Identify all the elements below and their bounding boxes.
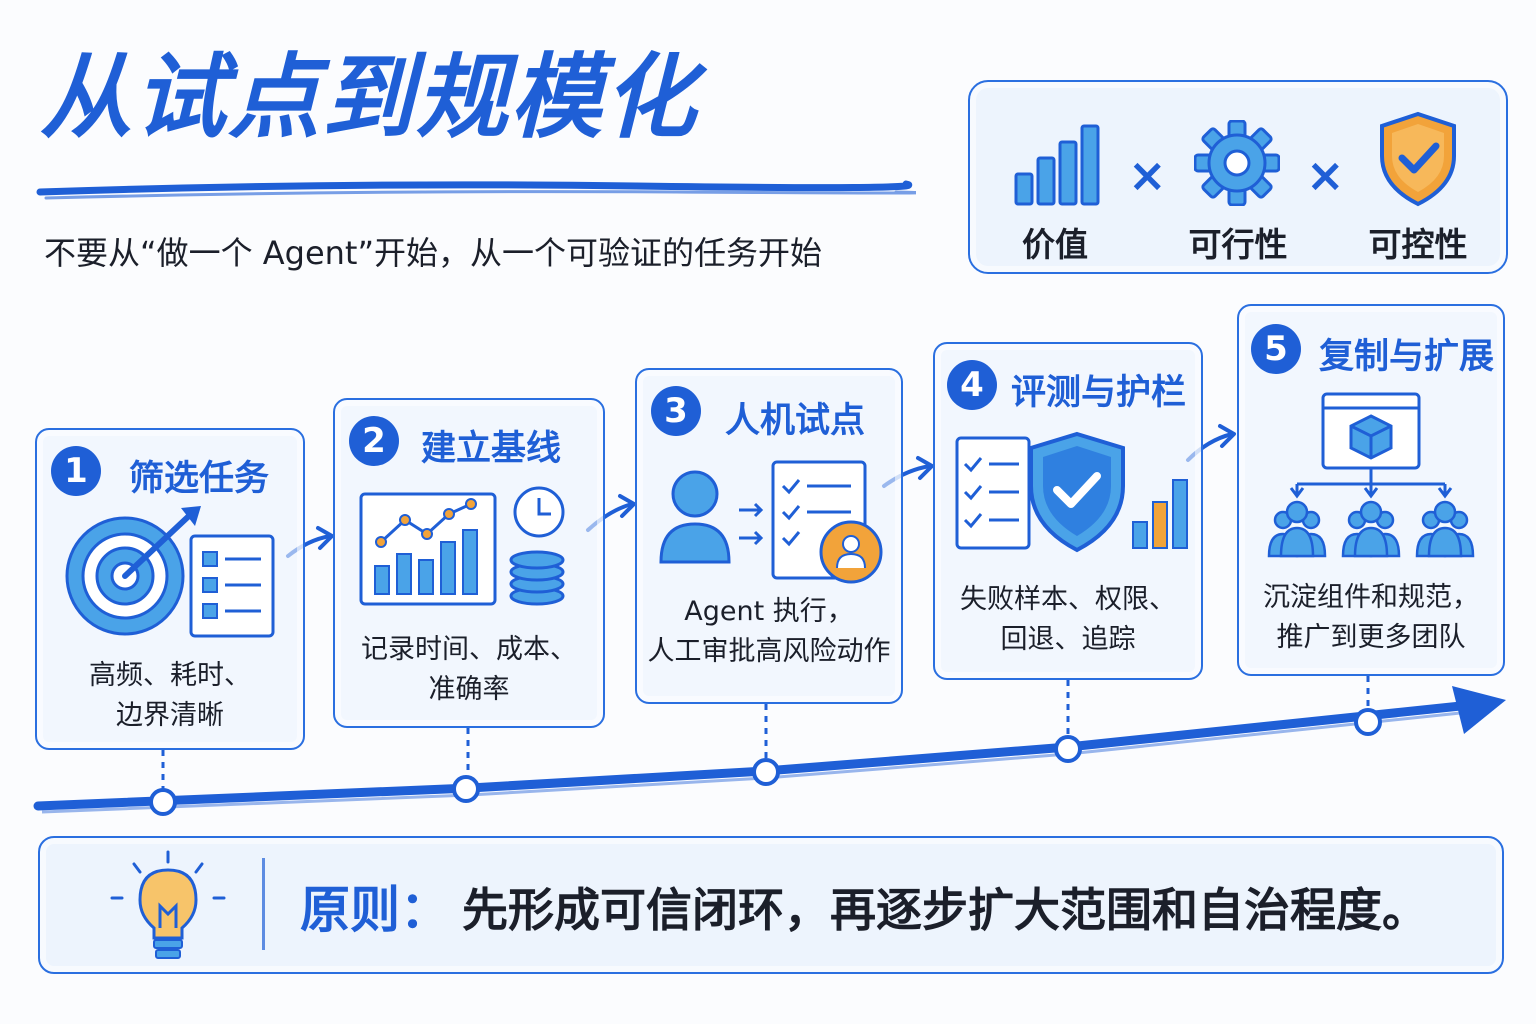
page-title: 从试点到规模化 xyxy=(40,44,699,151)
step-desc-5-line1: 沉淀组件和规范， xyxy=(1263,582,1479,613)
step-badge-4: 4 xyxy=(947,360,997,410)
step-card-5: 5 复制与扩展 沉淀组件和规范， 推广到更多团队 xyxy=(1237,304,1505,676)
step-desc-4-line1: 失败样本、权限、 xyxy=(960,584,1176,615)
page-subtitle: 不要从“做一个 Agent”开始，从一个可验证的任务开始 xyxy=(44,234,823,272)
step-desc-2-line1: 记录时间、成本、 xyxy=(361,634,577,665)
step-desc-2-line2: 准确率 xyxy=(428,674,510,705)
step-title-5: 复制与扩展 xyxy=(1319,337,1495,377)
step-card-4: 4 评测与护栏 失败样本、权限、 回退、追踪 xyxy=(933,342,1203,680)
principle-label: 原则： xyxy=(300,881,450,939)
step-desc-1-line1: 高频、耗时、 xyxy=(89,660,251,691)
step-card-2: 2 建立基线 记录时间、成本、 准确率 xyxy=(333,398,605,728)
bar-chart-icon xyxy=(1014,124,1100,206)
step-desc-3-line1: Agent 执行， xyxy=(684,596,854,627)
step-desc-1-line2: 边界清晰 xyxy=(116,700,224,731)
formula-label-feasibility: 可行性 xyxy=(1188,225,1288,264)
step-badge-5: 5 xyxy=(1251,324,1301,374)
step-badge-3: 3 xyxy=(651,386,701,436)
step-title-4: 评测与护栏 xyxy=(1011,373,1187,413)
component-teams-icon xyxy=(1267,392,1475,558)
step-desc-4-line2: 回退、追踪 xyxy=(1000,624,1136,655)
step-title-2: 建立基线 xyxy=(421,429,562,469)
step-desc-3-line2: 人工审批高风险动作 xyxy=(647,636,891,667)
lightbulb-icon xyxy=(110,850,226,959)
title-underline xyxy=(36,180,916,200)
multiply-sign-1: × xyxy=(1128,148,1167,202)
step-card-1: 1 筛选任务 高频、耗时、 边界清晰 xyxy=(35,428,305,750)
principle-divider xyxy=(262,858,265,950)
target-checklist-icon xyxy=(65,506,275,638)
step-badge-2: 2 xyxy=(349,416,399,466)
principle-text: 先形成可信闭环，再逐步扩大范围和自治程度。 xyxy=(462,883,1428,937)
step-badge-1: 1 xyxy=(51,446,101,496)
step-title-1: 筛选任务 xyxy=(129,459,270,499)
gear-icon xyxy=(1194,120,1280,206)
person-checklist-icon xyxy=(659,460,883,584)
shield-check-icon xyxy=(1380,111,1456,207)
formula-label-value: 价值 xyxy=(1022,225,1088,264)
step-title-3: 人机试点 xyxy=(725,401,866,441)
step-desc-5-line2: 推广到更多团队 xyxy=(1276,622,1466,653)
chart-clock-coins-icon xyxy=(359,486,565,606)
principle-banner xyxy=(38,836,1504,974)
checklist-shield-icon xyxy=(955,431,1188,553)
formula-label-controllability: 可控性 xyxy=(1368,225,1468,264)
multiply-sign-2: × xyxy=(1306,148,1345,202)
step-card-3: 3 人机试点 Agent 执行， 人工审批高风险动作 xyxy=(635,368,903,704)
